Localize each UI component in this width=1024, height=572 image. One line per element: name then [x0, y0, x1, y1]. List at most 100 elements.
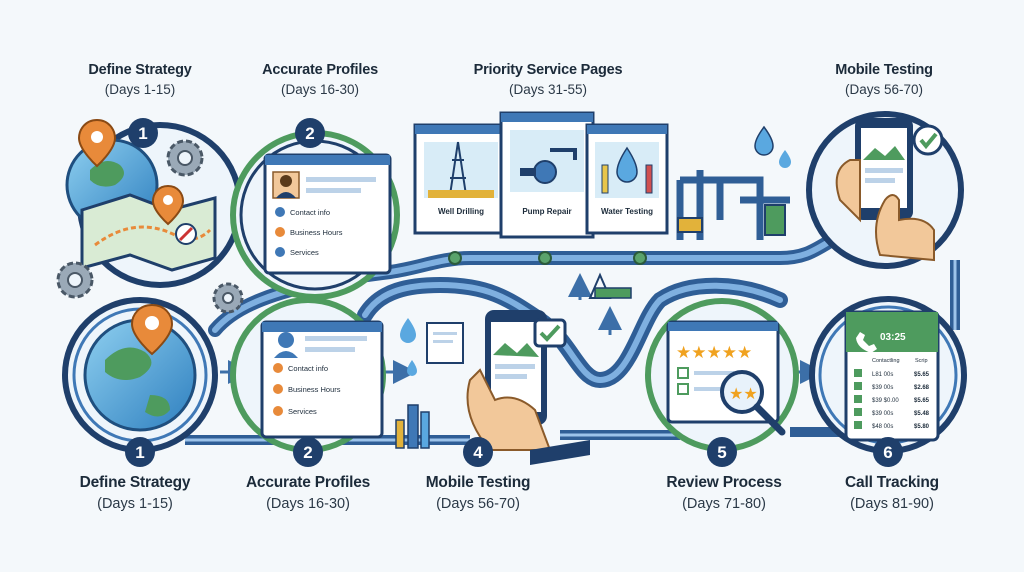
tools-icon	[275, 247, 285, 257]
step-title: Accurate Profiles	[245, 474, 371, 491]
business-hours-label: Business Hours	[288, 385, 341, 394]
clock-icon	[273, 384, 283, 394]
step-2-bottom-illustration: Contact info Business Hours Services 2	[230, 297, 386, 467]
step-3-service-pages: Well Drilling Pump Repair Water Testing	[413, 111, 791, 240]
map-icon	[80, 193, 217, 272]
step-days: (Days 81-90)	[850, 496, 934, 512]
step-label: Review Process (Days 71-80)	[624, 474, 824, 512]
tools-icon	[273, 406, 283, 416]
gear-icon	[56, 261, 94, 299]
step-label: Define Strategy (Days 1-15)	[35, 474, 235, 512]
step-title: Review Process	[666, 474, 782, 491]
contact-info-label: Contact info	[290, 208, 330, 217]
step-number: 1	[138, 124, 147, 143]
table-cell: L81 00s	[872, 372, 893, 378]
table-cell: $5.48	[914, 411, 930, 417]
phone-icon	[854, 369, 862, 377]
step-title: Call Tracking	[845, 474, 939, 491]
avatar	[278, 332, 294, 348]
table-header: Contactling	[872, 358, 900, 364]
table-cell: $48 00s	[872, 424, 893, 430]
water-drop-icon	[779, 150, 791, 168]
star-rating-icon: ★★★★★	[676, 343, 752, 362]
checkmark-icon	[912, 124, 944, 156]
step-2-top-illustration: Contact info Business Hours Services 2	[230, 118, 400, 300]
step-days: (Days 16-30)	[280, 82, 360, 97]
step-label: Mobile Testing (Days 56-70)	[784, 62, 984, 97]
step-5-illustration: ★★★★★ ★★ 5	[645, 298, 799, 467]
table-cell: $2.68	[914, 385, 930, 391]
service-page-card: Pump Repair	[499, 111, 595, 239]
table-cell: $5.80	[914, 424, 930, 430]
services-label: Services	[288, 407, 317, 416]
service-page-title: Well Drilling	[438, 207, 484, 216]
step-label: Define Strategy (Days 1-15)	[40, 62, 240, 97]
step-number: 4	[473, 443, 483, 462]
step-6-illustration: 03:25 Contactling Scrip L81 00s $5.65 $39 …	[809, 296, 967, 467]
step-number: 6	[883, 443, 892, 462]
water-drop-icon	[616, 146, 638, 183]
business-hours-label: Business Hours	[290, 228, 343, 237]
step-4-top-illustration	[806, 111, 964, 269]
step-days: (Days 1-15)	[97, 496, 173, 512]
checkbox-icon	[677, 367, 689, 379]
step-days: (Days 1-15)	[104, 82, 176, 97]
gear-icon	[166, 139, 204, 177]
step-title: Define Strategy	[79, 474, 191, 491]
step-label: Accurate Profiles (Days 16-30)	[220, 62, 420, 97]
step-1-top-illustration: 1	[56, 118, 244, 314]
service-page-card: Water Testing	[585, 123, 669, 235]
drilling-rig-icon	[449, 141, 467, 196]
step-days: (Days 71-80)	[682, 496, 766, 512]
phone-icon	[275, 207, 285, 217]
service-page-title: Water Testing	[601, 207, 653, 216]
gear-icon	[212, 282, 244, 314]
step-number: 2	[303, 443, 312, 462]
step-days: (Days 56-70)	[436, 496, 520, 512]
step-label: Accurate Profiles (Days 16-30)	[208, 474, 408, 512]
step-number: 2	[305, 124, 314, 143]
step-4-bottom-illustration: 4	[395, 310, 590, 467]
table-cell: $5.65	[914, 398, 930, 404]
hand-icon	[875, 194, 935, 262]
step-title: Mobile Testing	[835, 62, 933, 78]
clock-icon	[275, 227, 285, 237]
plumbing-system-icon	[676, 170, 790, 240]
magnifier-icon	[720, 370, 764, 414]
step-title: Define Strategy	[88, 62, 192, 78]
table-header: Scrip	[915, 358, 928, 364]
pump-icon	[533, 160, 557, 184]
well-pump-icon	[588, 272, 632, 299]
phone-icon	[854, 382, 862, 390]
table-cell: $39 00s	[872, 411, 893, 417]
step-label: Mobile Testing (Days 56-70)	[378, 474, 578, 512]
lab-equipment-icon	[395, 404, 430, 449]
step-title: Priority Service Pages	[473, 62, 623, 78]
phone-icon	[856, 332, 877, 353]
table-cell: $5.65	[914, 372, 930, 378]
step-days: (Days 56-70)	[844, 82, 924, 97]
hand-icon	[466, 368, 552, 451]
phone-icon	[854, 408, 862, 416]
step-days: (Days 16-30)	[266, 496, 350, 512]
step-1-bottom-illustration: 1	[62, 297, 218, 467]
water-drop-icon	[754, 125, 774, 156]
water-drop-icon	[400, 318, 416, 343]
contact-info-label: Contact info	[288, 364, 328, 373]
checkbox-icon	[677, 383, 689, 395]
water-drop-icon	[407, 360, 417, 376]
pipeline	[185, 232, 960, 445]
step-number: 1	[135, 443, 144, 462]
service-page-card: Well Drilling	[413, 123, 509, 235]
step-title: Accurate Profiles	[262, 62, 378, 78]
step-title: Mobile Testing	[425, 474, 531, 491]
services-label: Services	[290, 248, 319, 257]
call-timer: 03:25	[880, 332, 906, 343]
step-days: (Days 31-55)	[508, 82, 588, 97]
service-page-title: Pump Repair	[522, 207, 571, 216]
table-cell: $39 $0.00	[872, 398, 899, 404]
phone-icon	[273, 363, 283, 373]
phone-icon	[854, 421, 862, 429]
